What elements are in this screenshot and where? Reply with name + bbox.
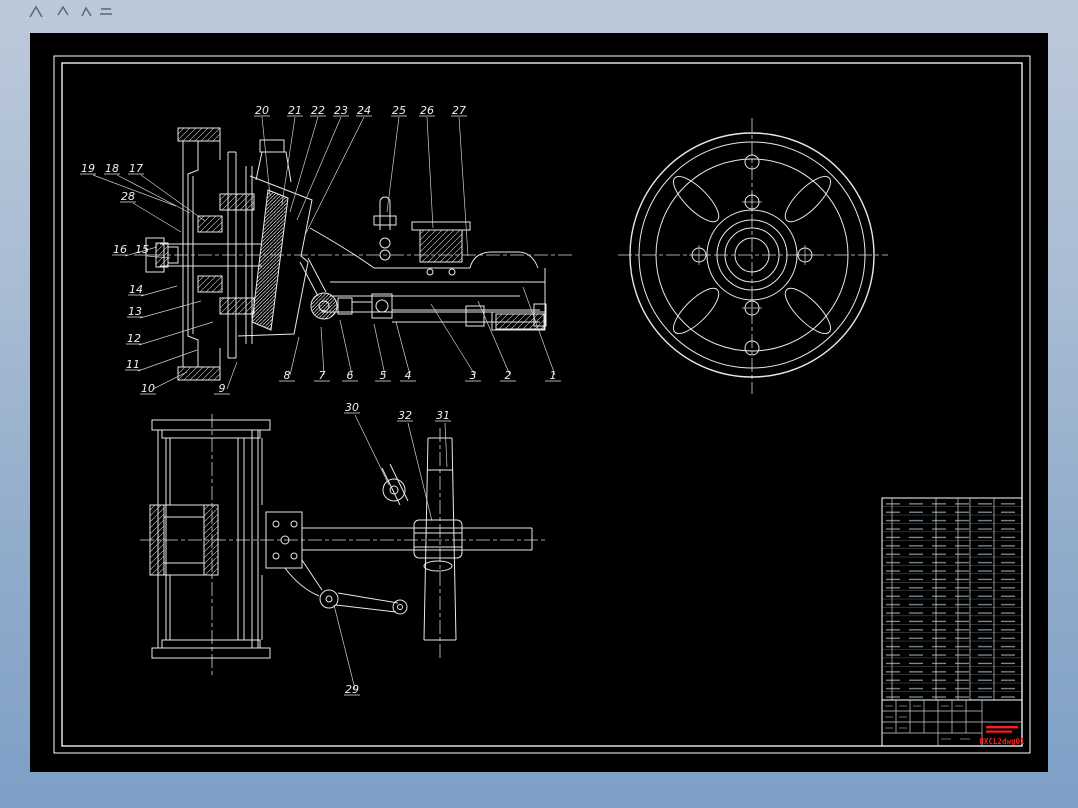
callout-19: 19 <box>81 162 95 175</box>
front-axle-section-view <box>92 116 575 390</box>
steering-knuckle <box>237 139 313 337</box>
wheel-linkage-view <box>140 414 548 690</box>
callout-30: 30 <box>345 401 359 414</box>
leader-lines-top <box>261 116 469 257</box>
callout-13: 13 <box>128 305 142 318</box>
drum-centerlines <box>618 118 888 394</box>
vent-slots <box>673 176 831 334</box>
leader-lines-lower <box>333 414 448 690</box>
steering-flange <box>265 511 303 569</box>
callout-2: 2 <box>505 369 512 382</box>
callout-28: 28 <box>121 190 135 203</box>
callout-32: 32 <box>398 409 412 422</box>
callout-8: 8 <box>284 369 291 382</box>
leader-lines-left <box>92 174 238 390</box>
upper-ball-link <box>381 463 409 506</box>
callout-29: 29 <box>345 683 359 696</box>
wheel-rim-section <box>177 127 221 381</box>
callout-25: 25 <box>392 104 406 117</box>
sheet-inner-frame <box>61 62 1023 747</box>
balance-hole-bottom <box>744 340 760 356</box>
callout-16: 16 <box>113 243 127 256</box>
drawing-sheet <box>30 33 1048 772</box>
wheel-side-section <box>149 419 271 659</box>
brake-drum-front-view <box>618 118 888 394</box>
callout-31: 31 <box>436 409 450 422</box>
title-block-text-marks <box>885 705 970 740</box>
red-note-line-1 <box>986 726 1018 729</box>
leader-lines-bottom <box>289 286 556 376</box>
callout-11: 11 <box>126 358 140 371</box>
callout-26: 26 <box>420 104 434 117</box>
callout-labels: 20 21 22 23 24 25 26 27 19 18 17 28 16 1… <box>81 104 557 696</box>
wheel-bolt-holes <box>689 192 815 318</box>
callout-7: 7 <box>319 369 326 382</box>
drawing-code: HXCL2dwg01 <box>979 737 1025 746</box>
callout-6: 6 <box>347 369 354 382</box>
callout-27: 27 <box>452 104 466 117</box>
steering-shaft <box>423 437 457 641</box>
callout-24: 24 <box>357 104 371 117</box>
title-block: HXCL2dwg01 <box>881 699 1025 747</box>
callout-4: 4 <box>405 369 412 382</box>
callout-15: 15 <box>135 243 149 256</box>
callout-22: 22 <box>311 104 325 117</box>
window-artifact-glyphs <box>29 5 112 18</box>
callout-1: 1 <box>550 369 557 382</box>
brake-drum-section <box>219 151 255 359</box>
balance-hole-top <box>744 154 760 170</box>
callout-20: 20 <box>255 104 269 117</box>
callout-9: 9 <box>219 382 226 395</box>
callout-17: 17 <box>129 162 143 175</box>
callout-18: 18 <box>105 162 119 175</box>
red-note-line-2 <box>986 730 1012 733</box>
parts-table-columns <box>891 498 995 700</box>
callout-10: 10 <box>141 382 155 395</box>
callout-underlines <box>80 115 561 696</box>
callout-5: 5 <box>380 369 387 382</box>
callout-21: 21 <box>288 104 302 117</box>
parts-list-table <box>881 497 1023 701</box>
kingpin <box>251 189 289 331</box>
callout-14: 14 <box>129 283 143 296</box>
callout-12: 12 <box>127 332 141 345</box>
callout-23: 23 <box>334 104 348 117</box>
callout-3: 3 <box>470 369 477 382</box>
spring-seat-ubolt <box>373 196 471 263</box>
sheet-outer-frame <box>53 55 1031 754</box>
steering-arm-link <box>284 559 408 615</box>
drag-link-rod <box>302 519 533 572</box>
tie-rod-assembly <box>299 257 547 327</box>
